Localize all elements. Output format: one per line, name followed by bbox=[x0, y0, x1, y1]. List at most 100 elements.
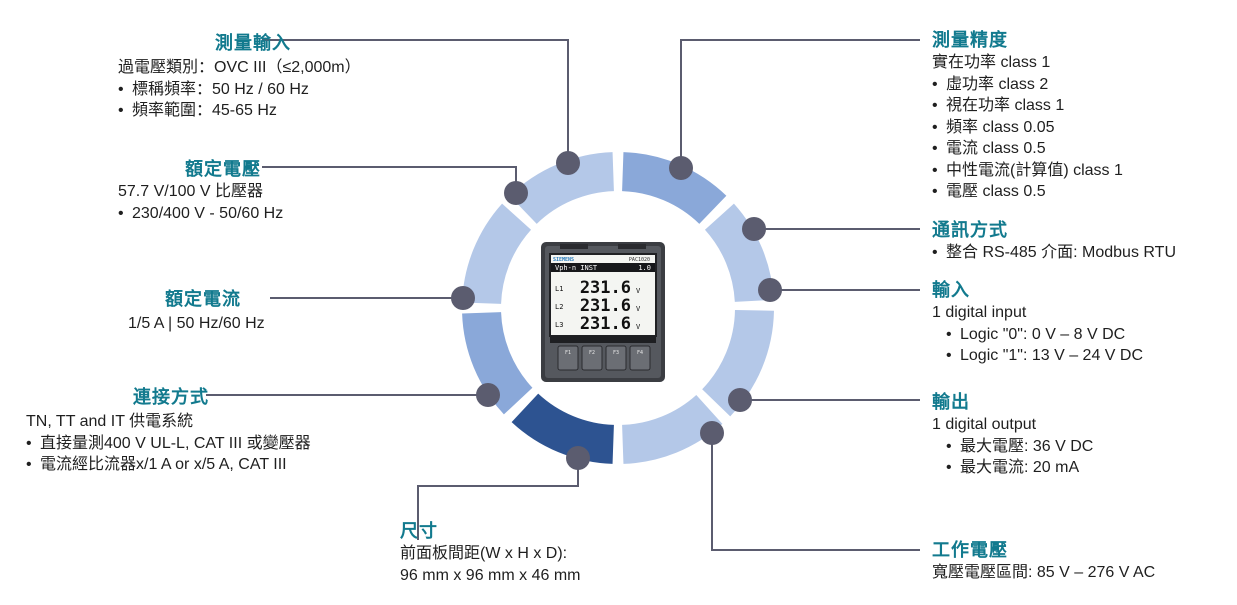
connection-title: 連接方式 bbox=[133, 387, 209, 407]
device-reading-value: 231.6 bbox=[580, 278, 631, 298]
device-status-bar bbox=[551, 263, 655, 272]
rated-current-line: 1/5 A | 50 Hz/60 Hz bbox=[128, 315, 265, 332]
ring-segment-top-right bbox=[622, 152, 727, 224]
accuracy-bullet: 電流 class 0.5 bbox=[932, 138, 1123, 160]
measurement-input-bullet: 標稱頻率：50 Hz / 60 Hz bbox=[118, 79, 361, 101]
ring-segment-top-left bbox=[509, 152, 614, 224]
ring-segment-bottom bbox=[511, 393, 614, 464]
leader-measurement-input bbox=[262, 39, 569, 163]
measurement-input-block: 測量輸入 bbox=[118, 31, 388, 55]
input-title: 輸入 bbox=[932, 280, 970, 300]
accuracy-bullet: 電壓 class 0.5 bbox=[932, 181, 1123, 203]
device-key-label: F3 bbox=[613, 350, 619, 356]
measurement-input-title: 測量輸入 bbox=[215, 33, 291, 53]
leader-dimensions bbox=[417, 458, 579, 540]
device-keys: F1 F2 F3 F4 bbox=[557, 345, 651, 371]
accuracy-bullet: 中性電流(計算值) class 1 bbox=[932, 160, 1123, 182]
rated-current-details: 1/5 A | 50 Hz/60 Hz bbox=[128, 313, 265, 335]
leader-output-dot bbox=[728, 388, 752, 412]
leader-measurement-input-dot bbox=[556, 151, 580, 175]
device-clip bbox=[560, 244, 588, 249]
leader-lines bbox=[206, 39, 920, 551]
device-key-label: F2 bbox=[589, 350, 595, 356]
ring-segment-right-upper bbox=[704, 203, 774, 302]
rated-voltage-block: 額定電壓 bbox=[118, 157, 328, 181]
segment-ring bbox=[462, 152, 774, 464]
ring-segment-right-lower bbox=[702, 310, 774, 417]
device-key-1 bbox=[557, 345, 579, 371]
leader-accuracy bbox=[680, 39, 920, 168]
device-model: PAC1020 bbox=[629, 257, 650, 263]
device-softkey-bar bbox=[550, 336, 656, 343]
device-reading-value: 231.6 bbox=[580, 314, 631, 334]
device-reading-unit: V bbox=[636, 323, 641, 331]
working-voltage-line: 寬壓電壓區間: 85 V – 276 V AC bbox=[932, 564, 1156, 581]
working-voltage-title: 工作電壓 bbox=[932, 540, 1008, 560]
device-key-3 bbox=[605, 345, 627, 371]
device-phase-label: L2 bbox=[555, 303, 563, 311]
ring-segment-left-lower bbox=[462, 312, 533, 415]
leader-connection-dot bbox=[476, 383, 500, 407]
communication-block: 通訊方式 整合 RS-485 介面: Modbus RTU bbox=[932, 218, 1176, 264]
accuracy-bullet: 頻率 class 0.05 bbox=[932, 117, 1123, 139]
leader-rated-voltage-dot bbox=[504, 181, 528, 205]
rated-current-block: 額定電流 bbox=[128, 287, 278, 311]
output-block: 輸出 1 digital output 最大電壓: 36 V DC 最大電流: … bbox=[932, 390, 1093, 479]
rated-voltage-title: 額定電壓 bbox=[185, 159, 261, 179]
device-brand: SIEMENS bbox=[553, 257, 574, 263]
connection-line: TN, TT and IT 供電系統 bbox=[26, 413, 194, 430]
connection-details: TN, TT and IT 供電系統 直接量測400 V UL-L, CAT I… bbox=[26, 411, 311, 476]
input-line: 1 digital input bbox=[932, 304, 1027, 321]
working-voltage-block: 工作電壓 寬壓電壓區間: 85 V – 276 V AC bbox=[932, 538, 1155, 584]
accuracy-block: 測量精度 實在功率 class 1 虛功率 class 2 視在功率 class… bbox=[932, 28, 1123, 203]
device-phase-label: L1 bbox=[555, 285, 563, 293]
output-title: 輸出 bbox=[932, 392, 970, 412]
measurement-input-line: 過電壓類別：OVC III（≤2,000m） bbox=[118, 59, 361, 76]
accuracy-title: 測量精度 bbox=[932, 30, 1008, 50]
output-line: 1 digital output bbox=[932, 416, 1037, 433]
leader-working-voltage bbox=[711, 433, 920, 551]
leader-dimensions-dot bbox=[566, 446, 590, 470]
device-key-2 bbox=[581, 345, 603, 371]
device-reading-unit: V bbox=[636, 305, 641, 313]
input-block: 輸入 1 digital input Logic "0": 0 V – 8 V … bbox=[932, 278, 1143, 367]
output-bullet: 最大電壓: 36 V DC bbox=[932, 436, 1093, 458]
connection-bullet: 直接量測400 V UL-L, CAT III 或變壓器 bbox=[26, 433, 311, 455]
dimensions-block: 尺寸 前面板間距(W x H x D): 96 mm x 96 mm x 46 … bbox=[400, 519, 580, 586]
device-key-label: F1 bbox=[565, 350, 571, 356]
communication-bullet: 整合 RS-485 介面: Modbus RTU bbox=[932, 242, 1176, 264]
leader-communication-dot bbox=[742, 217, 766, 241]
connection-bullet: 電流經比流器x/1 A or x/5 A, CAT III bbox=[26, 454, 311, 476]
accuracy-bullet: 虛功率 class 2 bbox=[932, 74, 1123, 96]
dimensions-line: 前面板間距(W x H x D): bbox=[400, 545, 568, 562]
device-key-label: F4 bbox=[637, 350, 643, 356]
rated-current-title: 額定電流 bbox=[165, 289, 241, 309]
device-phase-label: L3 bbox=[555, 321, 563, 329]
connection-block: 連接方式 bbox=[26, 385, 316, 409]
dimensions-line: 96 mm x 96 mm x 46 mm bbox=[400, 566, 581, 584]
leader-accuracy-dot bbox=[669, 156, 693, 180]
device-clip bbox=[618, 244, 646, 249]
rated-voltage-bullet: 230/400 V - 50/60 Hz bbox=[118, 203, 283, 225]
accuracy-line: 實在功率 class 1 bbox=[932, 54, 1051, 71]
input-bullet: Logic "0": 0 V – 8 V DC bbox=[932, 324, 1143, 346]
accuracy-bullet: 視在功率 class 1 bbox=[932, 95, 1123, 117]
leader-working-voltage-dot bbox=[700, 421, 724, 445]
ring-segment-bottom-right bbox=[622, 394, 723, 464]
device-key-4 bbox=[629, 345, 651, 371]
device-reading-value: 231.6 bbox=[580, 296, 631, 316]
dimensions-title: 尺寸 bbox=[400, 521, 438, 541]
measurement-input-bullet: 頻率範圍：45-65 Hz bbox=[118, 100, 361, 122]
measurement-input-details: 過電壓類別：OVC III（≤2,000m） 標稱頻率：50 Hz / 60 H… bbox=[118, 57, 361, 122]
communication-title: 通訊方式 bbox=[932, 220, 1008, 240]
leader-rated-current-dot bbox=[451, 286, 475, 310]
rated-voltage-line: 57.7 V/100 V 比壓器 bbox=[118, 183, 263, 200]
ring-segment-left-upper bbox=[462, 203, 532, 304]
device-reading-unit: V bbox=[636, 287, 641, 295]
leader-input-dot bbox=[758, 278, 782, 302]
rated-voltage-details: 57.7 V/100 V 比壓器 230/400 V - 50/60 Hz bbox=[118, 181, 283, 224]
device-mode: Vph-n INST bbox=[555, 264, 598, 272]
